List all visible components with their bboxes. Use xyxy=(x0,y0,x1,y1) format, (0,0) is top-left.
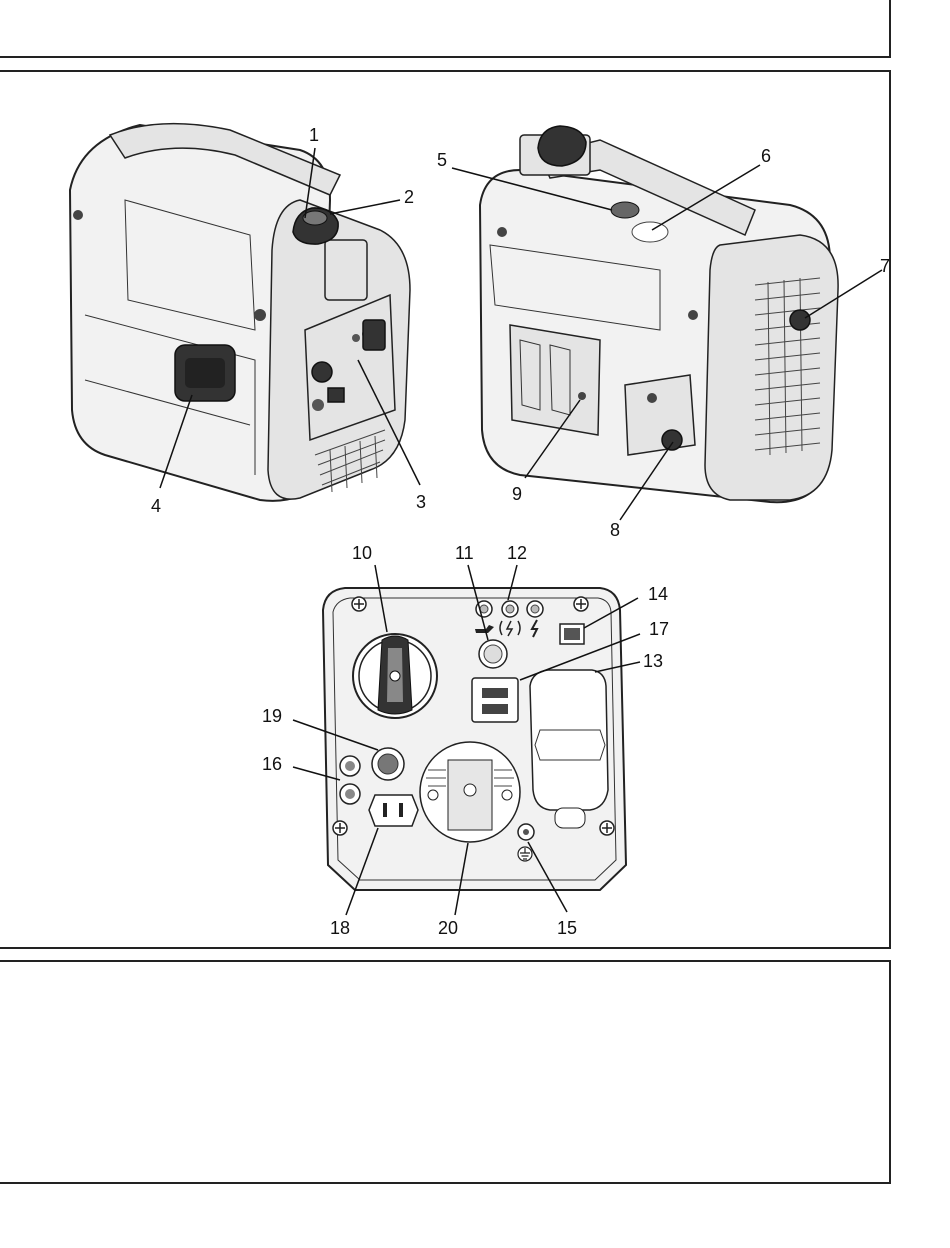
callout-1: 1 xyxy=(309,125,319,145)
callout-14: 14 xyxy=(648,584,668,604)
callout-12: 12 xyxy=(507,543,527,563)
callout-20: 20 xyxy=(438,918,458,938)
generator-front-view xyxy=(70,124,410,501)
callout-2: 2 xyxy=(404,187,414,207)
ground-icon xyxy=(518,847,532,861)
control-panel xyxy=(323,588,626,890)
callout-10: 10 xyxy=(352,543,372,563)
callout-18: 18 xyxy=(330,918,350,938)
callout-19: 19 xyxy=(262,706,282,726)
callout-4: 4 xyxy=(151,496,161,516)
engine-switch-dial xyxy=(353,634,437,718)
callout-17: 17 xyxy=(649,619,669,639)
generator-rear-view xyxy=(480,126,838,502)
callout-3: 3 xyxy=(416,492,426,512)
callout-11: 11 xyxy=(455,543,474,563)
callout-7: 7 xyxy=(880,256,890,276)
callout-6: 6 xyxy=(761,146,771,166)
callout-15: 15 xyxy=(557,918,577,938)
callout-9: 9 xyxy=(512,484,522,504)
callout-8: 8 xyxy=(610,520,620,540)
callout-5: 5 xyxy=(437,150,447,170)
callout-16: 16 xyxy=(262,754,282,774)
callout-13: 13 xyxy=(643,651,663,671)
